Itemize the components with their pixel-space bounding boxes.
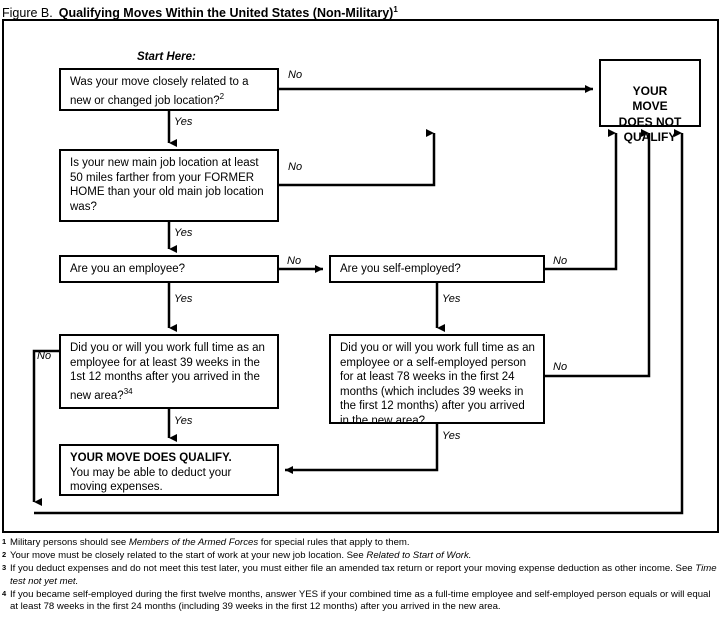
footnote-marker: 1 [2,537,7,546]
result-qualify-text: You may be able to deduct your moving ex… [70,466,232,494]
figure-title-footnote-marker: 1 [393,5,398,14]
edge-label-q1-no: No [288,69,303,81]
footnote-reference: Related to Start of Work. [366,550,472,562]
box-question-4a-text: Did you or will you work full time as an… [70,342,265,402]
edge-q4a-no [32,349,59,506]
edge-label-q4a-yes: Yes [174,415,193,427]
footnote-marker: 2 [2,550,7,560]
box-question-3a-text: Are you an employee? [70,263,186,275]
box-question-3b-text: Are you self-employed? [340,263,461,275]
footnote-marker: 4 [2,588,7,598]
box-question-4b[interactable]: Did you or will you work full time as an… [329,334,545,427]
footnote-text: Your move must be closely related to the… [10,550,367,562]
footnote-text: Military persons should see [10,537,129,548]
figure-name: Qualifying Moves Within the United State… [58,6,394,21]
box-question-2[interactable]: Is your new main job location at least 5… [59,149,279,222]
box-result-qualify[interactable]: YOUR MOVE DOES QUALIFY. You may be able … [59,444,279,496]
edge-label-q4b-yes: Yes [442,430,461,442]
box-question-4a-footnote-marker: 34 [123,386,133,396]
edge-label-q2-no: No [288,161,303,173]
box-question-3b[interactable]: Are you self-employed? [329,255,545,283]
footnote-reference: Members of the Armed Forces [128,537,259,548]
footnote-text: If you became self-employed during the f… [10,588,711,613]
flowchart-connectors [32,85,684,515]
edge-label-q3b-no: No [553,255,568,267]
box-question-4a[interactable]: Did you or will you work full time as an… [59,334,279,409]
box-question-3a[interactable]: Are you an employee? [59,255,279,283]
edge-label-q4a-no: No [37,350,52,362]
edge-q3b-no [545,129,618,271]
footnote-marker: 3 [2,563,7,573]
edge-label-q4b-no: No [553,361,568,373]
start-here-label: Start Here: [137,51,196,63]
footnote-text: If you deduct expenses and do not meet t… [10,563,696,575]
edge-label-q3a-yes: Yes [174,293,193,305]
box-question-2-text: Is your new main job location at least 5… [70,157,264,213]
edge-label-q3a-no: No [287,255,302,267]
box-question-1-footnote-marker: 2 [219,91,225,101]
box-question-1-text: Was your move closely related to a new o… [70,76,249,107]
edge-q4a-no-bottom [34,129,684,515]
box-question-4b-text: Did you or will you work full time as an… [340,342,535,427]
result-qualify-headline: YOUR MOVE DOES QUALIFY. [70,452,232,464]
result-not-qualify-text: YOUR MOVE DOES NOT QUALIFY [618,83,682,145]
footnote-reference: Time test not yet met. [10,563,717,587]
edge-q4b-yes [285,424,439,474]
flowchart-frame: Start Here: Was your move closely relate… [2,19,719,533]
figure-label: Figure B. [2,6,53,21]
edge-label-q3b-yes: Yes [442,293,461,305]
edge-label-q2-yes: Yes [174,227,193,239]
box-question-1[interactable]: Was your move closely related to a new o… [59,68,279,111]
edge-q4b-no [545,129,651,378]
edge-q2-no [279,129,436,187]
footnote-text: for special rules that apply to them. [258,537,410,548]
edge-label-q1-yes: Yes [174,116,193,128]
box-result-not-qualify[interactable]: YOUR MOVE DOES NOT QUALIFY [599,59,701,144]
page-title: Figure B. Qualifying Moves Within the Uni… [2,2,398,21]
